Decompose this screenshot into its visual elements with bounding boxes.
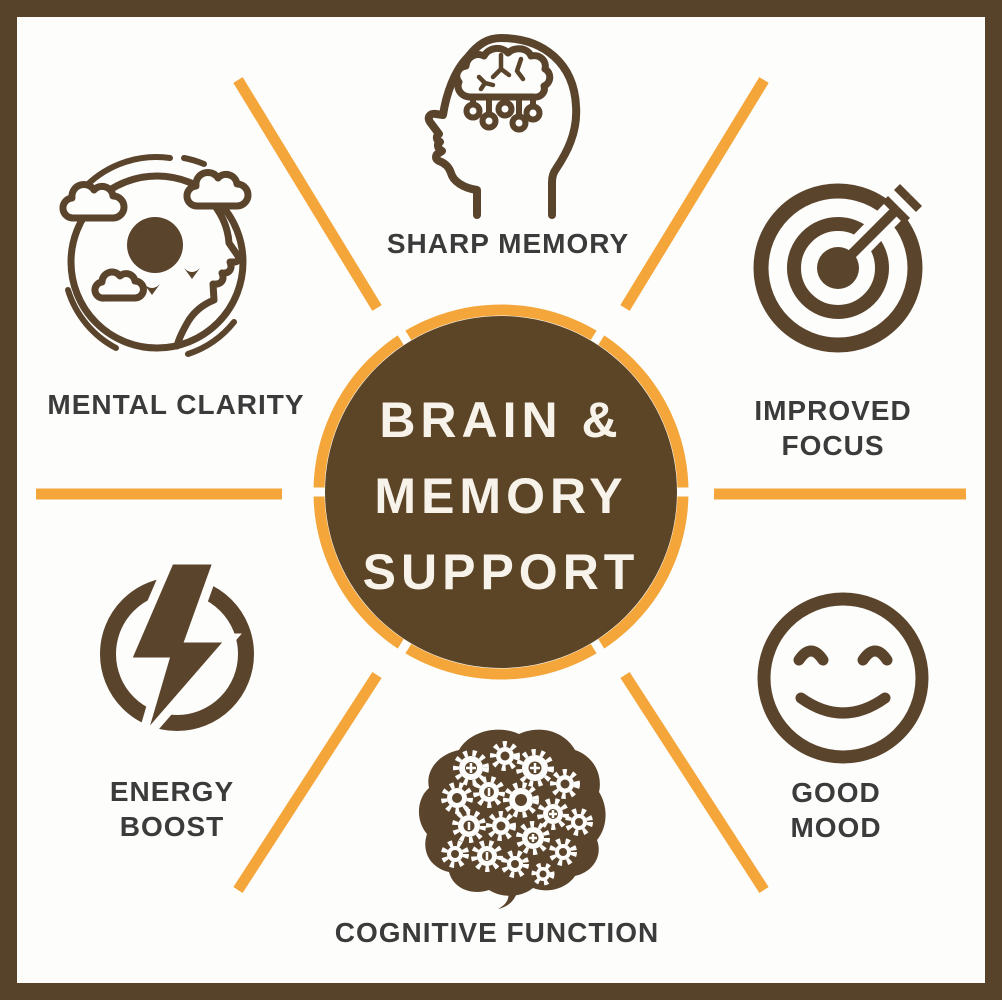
gears (441, 741, 593, 886)
mental-clarity-label: MENTAL CLARITY (47, 389, 305, 420)
center-circle (325, 316, 677, 668)
spoke-bottom-left (233, 672, 382, 893)
sharp-memory-label: SHARP MEMORY (386, 228, 630, 259)
good-mood-label: GOOD MOOD (790, 777, 882, 843)
center-title-line3: SUPPORT (362, 544, 640, 600)
center-title-line1: BRAIN & (379, 392, 623, 448)
head-clouds-icon (58, 150, 270, 365)
gear-brain-icon (403, 722, 609, 910)
spoke-top-left (233, 77, 382, 311)
head-circuit-brain-icon (413, 25, 597, 225)
center-title-line2: MEMORY (374, 468, 628, 524)
energy-boost-label: ENERGY BOOST (109, 776, 235, 842)
lightning-bolt-icon (90, 558, 266, 748)
spoke-top-right (620, 77, 769, 311)
smiley-face-icon (755, 590, 931, 766)
spoke-bottom-right (620, 672, 769, 893)
center-title: BRAIN & MEMORY SUPPORT (341, 382, 661, 610)
cognitive-function-label: COGNITIVE FUNCTION (334, 917, 660, 948)
improved-focus-label: IMPROVED FOCUS (754, 395, 912, 461)
target-arrow-icon (745, 173, 937, 361)
